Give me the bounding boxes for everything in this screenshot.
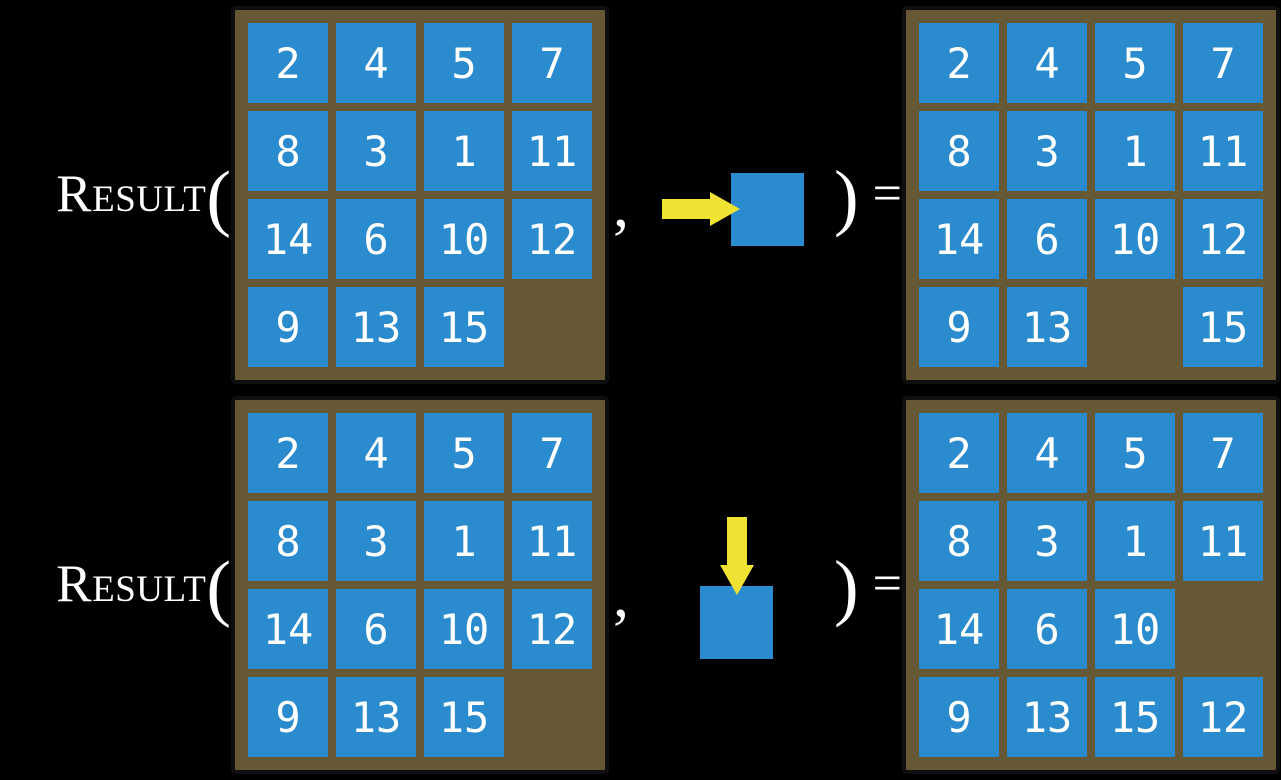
tile-2: 2 xyxy=(919,23,999,103)
tile-14: 14 xyxy=(919,199,999,279)
tile-6: 6 xyxy=(1007,199,1087,279)
tile-4: 4 xyxy=(336,413,416,493)
equals-sign: = xyxy=(872,555,902,613)
tile-3: 3 xyxy=(1007,501,1087,581)
open-paren: ( xyxy=(206,546,231,629)
tile-8: 8 xyxy=(248,501,328,581)
tile-3: 3 xyxy=(336,501,416,581)
arrow-head xyxy=(709,192,740,226)
tile-10: 10 xyxy=(424,199,504,279)
empty-cell xyxy=(1183,589,1263,669)
tile-15: 15 xyxy=(1095,677,1175,757)
move-operand-right xyxy=(661,172,804,246)
tile-12: 12 xyxy=(1183,677,1263,757)
tile-11: 11 xyxy=(512,111,592,191)
tile-13: 13 xyxy=(336,677,416,757)
tile-8: 8 xyxy=(248,111,328,191)
close-paren-equals: ) = xyxy=(834,156,902,239)
moving-tile-square xyxy=(700,586,773,659)
close-paren: ) xyxy=(834,546,859,629)
tile-9: 9 xyxy=(248,287,328,367)
tile-10: 10 xyxy=(1095,199,1175,279)
tile-9: 9 xyxy=(919,287,999,367)
move-operand-down xyxy=(700,517,773,659)
tile-15: 15 xyxy=(424,677,504,757)
tile-12: 12 xyxy=(512,589,592,669)
arrow-down-icon xyxy=(719,517,754,595)
equals-sign: = xyxy=(872,165,902,223)
tile-1: 1 xyxy=(1095,111,1175,191)
tile-6: 6 xyxy=(336,589,416,669)
tile-14: 14 xyxy=(919,589,999,669)
tile-9: 9 xyxy=(919,677,999,757)
function-label: Result( xyxy=(0,546,231,629)
tile-3: 3 xyxy=(336,111,416,191)
middle-section: , ) = xyxy=(609,0,902,390)
arrow-right-icon xyxy=(661,192,740,226)
tile-10: 10 xyxy=(424,589,504,669)
arrow-shaft xyxy=(661,199,710,219)
close-paren-equals: ) = xyxy=(834,546,902,629)
tile-1: 1 xyxy=(424,111,504,191)
tile-2: 2 xyxy=(919,413,999,493)
tile-1: 1 xyxy=(1095,501,1175,581)
arrow-head xyxy=(719,565,754,595)
tile-7: 7 xyxy=(1183,413,1263,493)
tile-11: 11 xyxy=(1183,111,1263,191)
empty-cell xyxy=(512,287,592,367)
tile-15: 15 xyxy=(424,287,504,367)
function-label: Result( xyxy=(0,156,231,239)
tile-8: 8 xyxy=(919,501,999,581)
tile-7: 7 xyxy=(512,413,592,493)
tile-5: 5 xyxy=(1095,413,1175,493)
tile-14: 14 xyxy=(248,589,328,669)
tile-2: 2 xyxy=(248,413,328,493)
open-paren: ( xyxy=(206,156,231,239)
tile-11: 11 xyxy=(512,501,592,581)
tile-15: 15 xyxy=(1183,287,1263,367)
tile-5: 5 xyxy=(424,23,504,103)
tile-6: 6 xyxy=(336,199,416,279)
empty-cell xyxy=(512,677,592,757)
tile-12: 12 xyxy=(1183,199,1263,279)
tile-5: 5 xyxy=(1095,23,1175,103)
tile-5: 5 xyxy=(424,413,504,493)
tile-13: 13 xyxy=(1007,287,1087,367)
function-name: Result xyxy=(56,165,207,224)
moving-tile-square xyxy=(730,172,804,246)
tile-1: 1 xyxy=(424,501,504,581)
tile-2: 2 xyxy=(248,23,328,103)
tile-6: 6 xyxy=(1007,589,1087,669)
arrow-shaft xyxy=(726,517,747,565)
tile-10: 10 xyxy=(1095,589,1175,669)
tile-3: 3 xyxy=(1007,111,1087,191)
tile-7: 7 xyxy=(1183,23,1263,103)
close-paren: ) xyxy=(834,156,859,239)
comma-separator: , xyxy=(613,169,629,241)
tile-9: 9 xyxy=(248,677,328,757)
tile-14: 14 xyxy=(248,199,328,279)
tile-4: 4 xyxy=(1007,23,1087,103)
tile-13: 13 xyxy=(336,287,416,367)
empty-cell xyxy=(1095,287,1175,367)
tile-4: 4 xyxy=(336,23,416,103)
tile-4: 4 xyxy=(1007,413,1087,493)
comma-separator: , xyxy=(613,559,629,631)
function-name: Result xyxy=(56,555,207,614)
tile-11: 11 xyxy=(1183,501,1263,581)
tile-13: 13 xyxy=(1007,677,1087,757)
tile-7: 7 xyxy=(512,23,592,103)
tile-8: 8 xyxy=(919,111,999,191)
tile-12: 12 xyxy=(512,199,592,279)
middle-section: , ) = xyxy=(609,390,902,780)
